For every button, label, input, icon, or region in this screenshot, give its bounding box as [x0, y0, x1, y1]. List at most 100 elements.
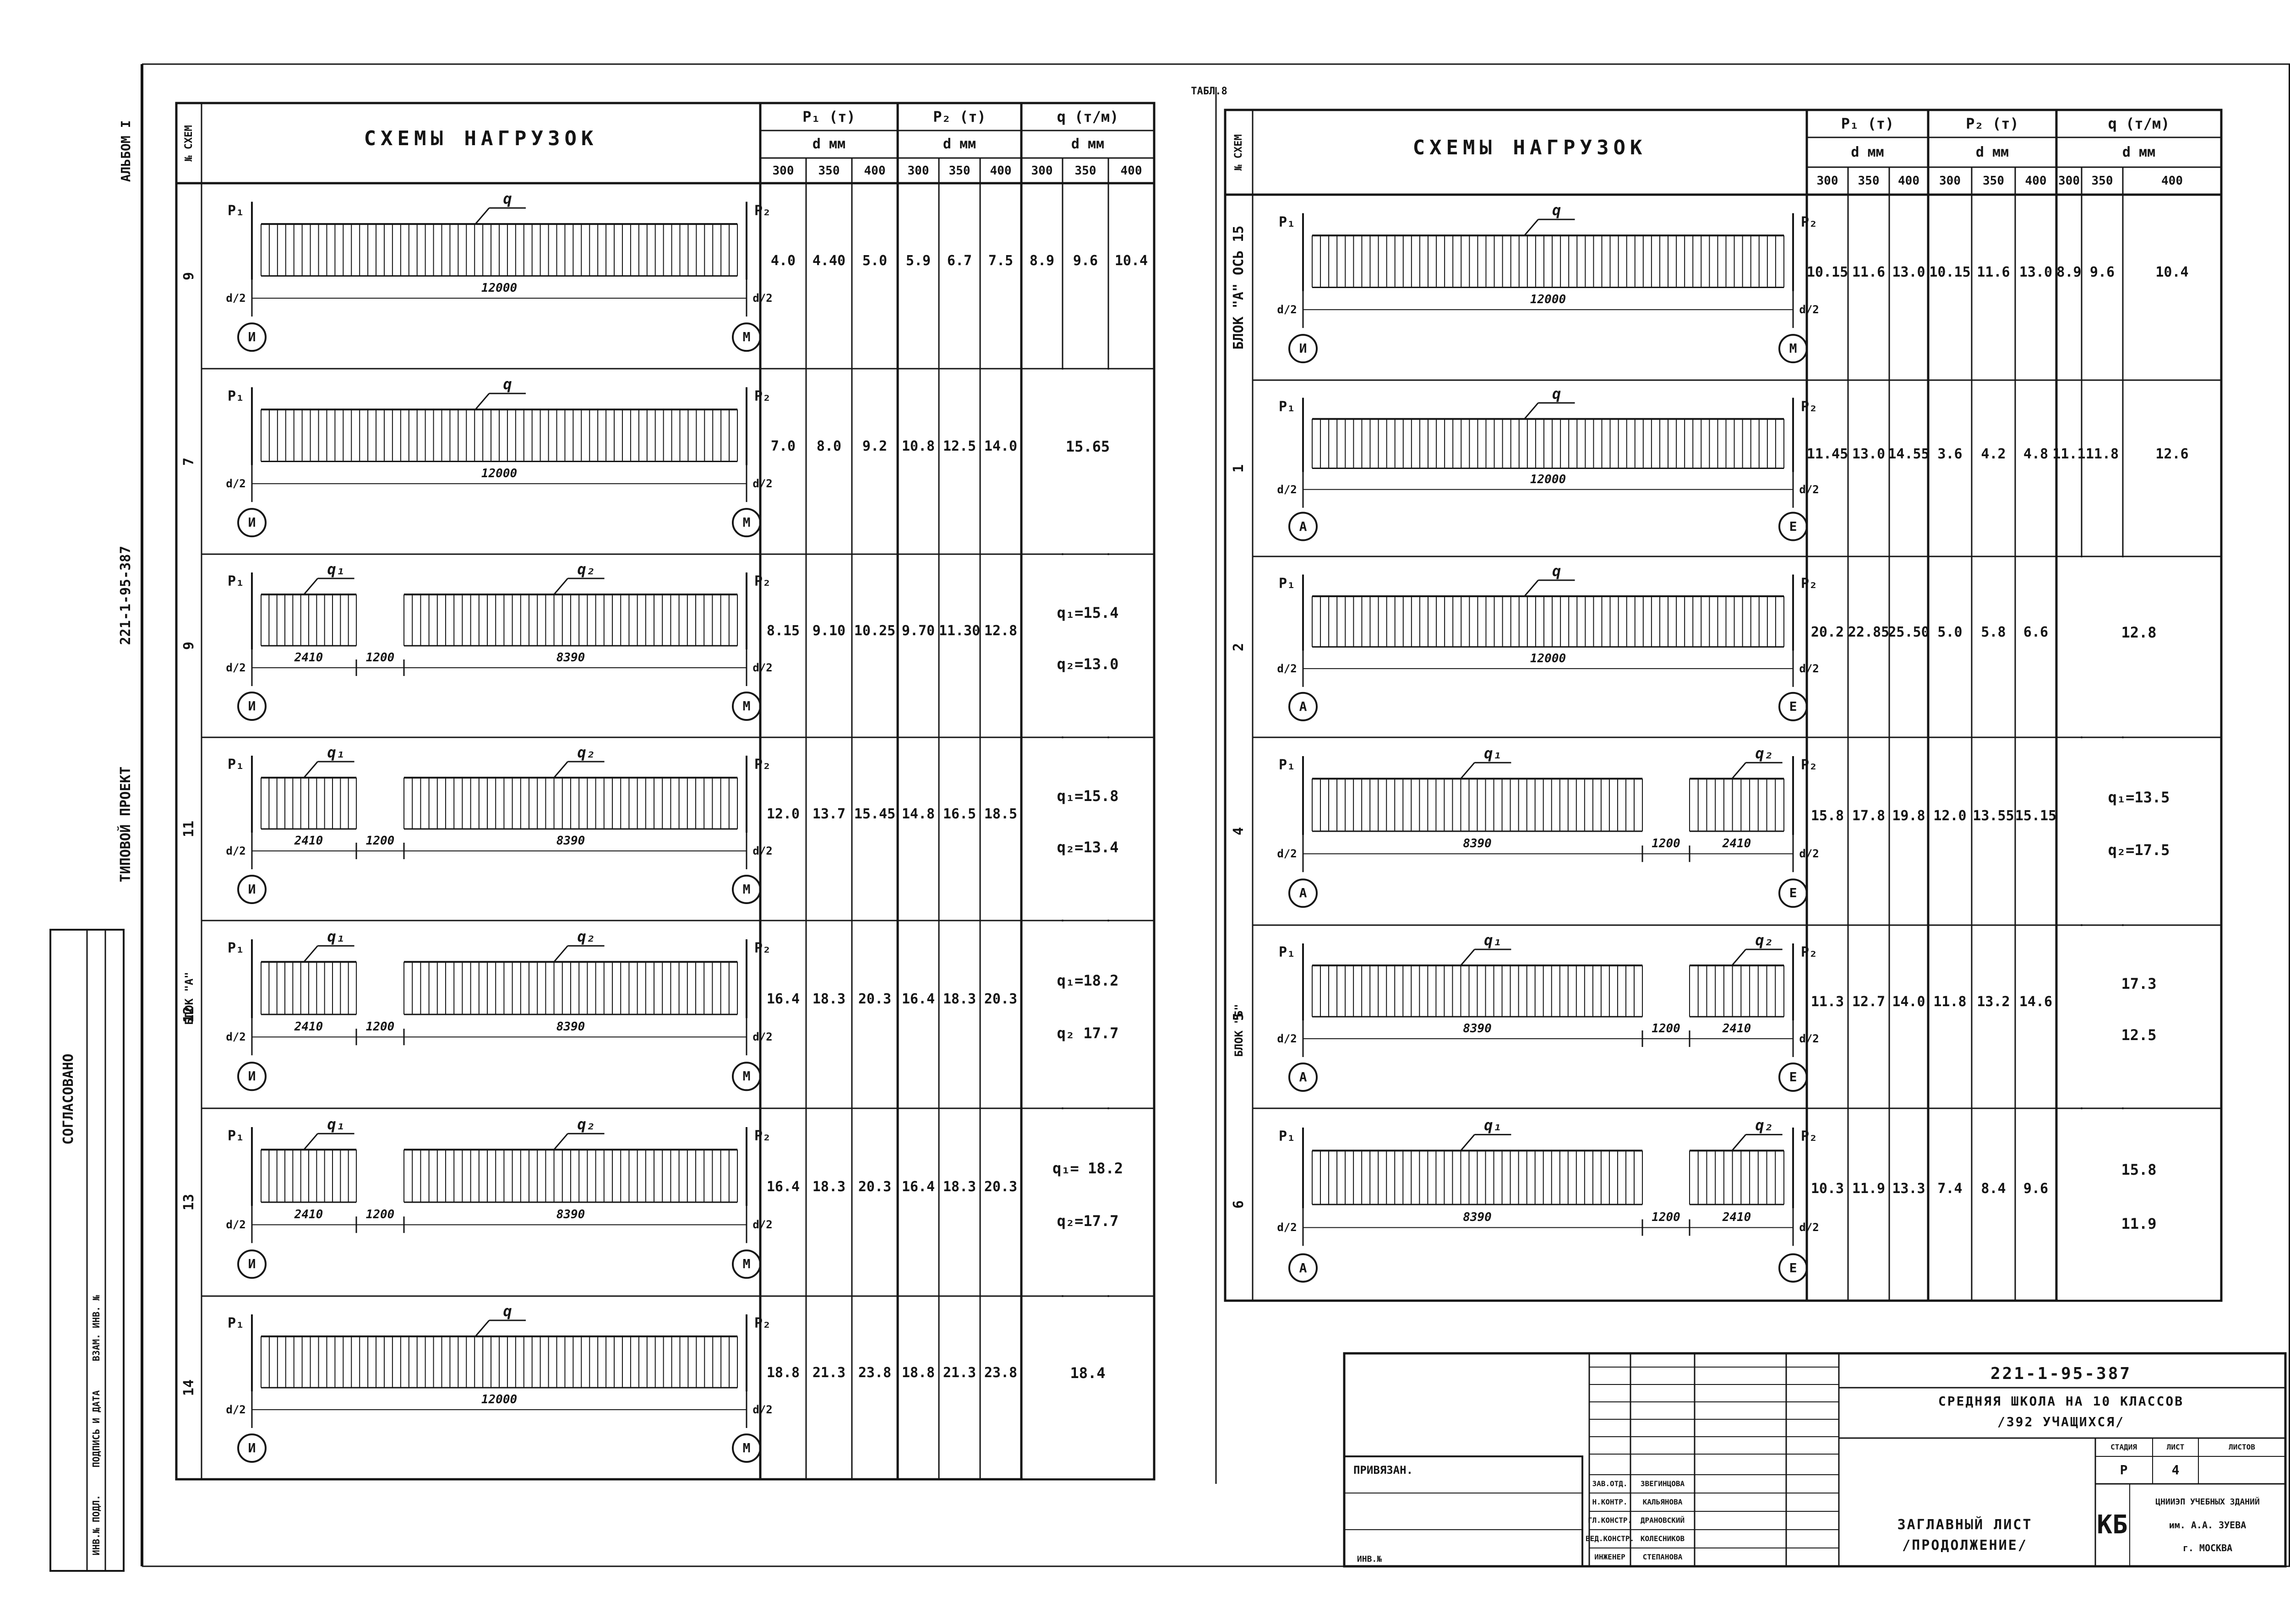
p2-value: 6.7 [947, 253, 972, 269]
scheme-number: 9 [180, 272, 197, 280]
segment-dimension: 1200 [365, 1208, 395, 1222]
d-value-header: 400 [2025, 174, 2047, 188]
q2-value: 12.5 [2121, 1026, 2157, 1044]
p2-value: 5.9 [905, 253, 931, 269]
axis-bubble-left [237, 1433, 267, 1463]
segment-dimension: 2410 [1722, 1022, 1751, 1035]
q-symbol: q₁ [1484, 1117, 1502, 1134]
p1-value: 11.3 [1810, 994, 1844, 1010]
segment-dimension: 2410 [294, 651, 323, 665]
title-block-frame [1343, 1352, 2287, 1568]
p1-value: 4.0 [770, 253, 796, 269]
half-d-mark: d/2 [752, 1030, 773, 1044]
p2-value: 18.3 [943, 1179, 976, 1195]
q-leader [303, 1133, 318, 1150]
role-label: ЗАВ.ОТД. [1592, 1479, 1628, 1488]
q-value: 10.4 [2155, 264, 2189, 281]
axis-letter-left: И [248, 1256, 256, 1272]
p2-value: 7.5 [988, 253, 1014, 269]
axis-letter-right: М [742, 1256, 751, 1272]
q2-value: q₂=13.4 [1057, 839, 1119, 856]
sheet-name-1: ЗАГЛАВНЫЙ ЛИСТ [1897, 1517, 2033, 1533]
name-label: СТЕПАНОВА [1642, 1553, 1683, 1561]
segment-dimension: 8390 [556, 834, 585, 848]
p2-value: 6.6 [2023, 624, 2049, 640]
p1-symbol: P₁ [1278, 398, 1296, 415]
merged-q-cell [1023, 1297, 1153, 1478]
p1-value: 16.4 [766, 1179, 800, 1195]
scheme-number: БЛОК "А" ОСЬ 15 [1231, 225, 1247, 349]
q-symbol: q [503, 190, 512, 208]
p2-symbol: P₂ [754, 1315, 771, 1331]
q-leader [1731, 1134, 1746, 1151]
album-label: АЛЬБОМ I [118, 120, 133, 182]
dmm-header: d мм [2122, 144, 2156, 160]
p2-symbol: P₂ [1800, 1128, 1818, 1144]
scheme-number: 7 [180, 457, 197, 466]
p1-value: 25.50 [1888, 624, 1930, 640]
binding-label: ПРИВЯЗАН. [1353, 1464, 1413, 1477]
p1-symbol: P₁ [227, 1315, 245, 1331]
half-d-mark: d/2 [1799, 483, 1819, 496]
p2-value: 18.8 [901, 1365, 935, 1381]
merged-q-cell [1023, 921, 1153, 1107]
d-value-header: 350 [818, 163, 840, 178]
p1-header: P₁ (т) [1841, 115, 1894, 132]
p1-value: 18.3 [812, 1179, 846, 1195]
axis-bubble-right [732, 875, 761, 904]
span-dimension: 12000 [481, 281, 518, 295]
p2-value: 10.8 [901, 438, 935, 455]
p1-value: 21.3 [812, 1365, 846, 1381]
p1-symbol: P₁ [227, 202, 245, 219]
title-code: 221-1-95-387 [1990, 1364, 2132, 1383]
dmm-header: d мм [1975, 144, 2009, 160]
half-d-mark: d/2 [752, 661, 773, 674]
p2-symbol: P₂ [754, 573, 771, 589]
d-value-header: 300 [907, 163, 929, 178]
q1-value: 17.3 [2121, 975, 2157, 992]
segment-dimension: 8390 [1463, 1022, 1492, 1035]
half-d-mark: d/2 [226, 292, 246, 305]
p2-value: 14.0 [984, 438, 1018, 455]
scheme-number: 14 [180, 1379, 197, 1396]
p2-value: 15.15 [2015, 808, 2057, 824]
axis-bubble-right [1778, 1063, 1808, 1092]
scheme-number: 9 [180, 641, 197, 650]
axis-bubble-left [237, 692, 267, 721]
p1-value: 19.8 [1892, 808, 1925, 824]
p2-value: 12.5 [943, 438, 976, 455]
q-header: q (т/м) [1057, 108, 1119, 125]
axis-bubble-right [1778, 334, 1808, 364]
org-line-3: г. МОСКВА [2182, 1542, 2233, 1553]
p2-value: 8.4 [1981, 1181, 2006, 1197]
p2-value: 3.6 [1937, 446, 1963, 462]
p2-value: 16.4 [901, 1179, 935, 1195]
p2-value: 14.8 [901, 806, 935, 822]
side-field: ПОДПИСЬ И ДАТА [91, 1390, 102, 1468]
axis-letter-right: Е [1789, 518, 1797, 534]
span-dimension: 12000 [1530, 293, 1566, 307]
q-symbol: q₂ [577, 744, 595, 761]
p1-value: 11.45 [1806, 446, 1848, 462]
half-d-mark: d/2 [1799, 662, 1819, 675]
d-value-header: 400 [864, 163, 886, 178]
segment-dimension: 1200 [365, 834, 395, 848]
q-leader [474, 393, 490, 410]
p1-value: 18.3 [812, 991, 846, 1008]
half-d-mark: d/2 [752, 477, 773, 490]
sheet-number: 4 [2171, 1462, 2180, 1477]
p2-value: 20.3 [984, 991, 1018, 1008]
q-leader [1731, 762, 1746, 779]
axis-bubble-right [1778, 512, 1808, 541]
q-symbol: q [503, 1302, 512, 1320]
q-leader [553, 945, 568, 963]
number-header: № СХЕМ [183, 125, 195, 162]
half-d-mark: d/2 [226, 661, 246, 674]
inv-label: ИНВ.№ [1357, 1554, 1382, 1564]
axis-letter-left: И [1299, 341, 1307, 356]
q-value: 8.9 [1029, 253, 1055, 269]
q-symbol: q [1552, 562, 1561, 580]
axis-letter-right: М [742, 329, 751, 345]
axis-bubble-right [732, 508, 761, 538]
